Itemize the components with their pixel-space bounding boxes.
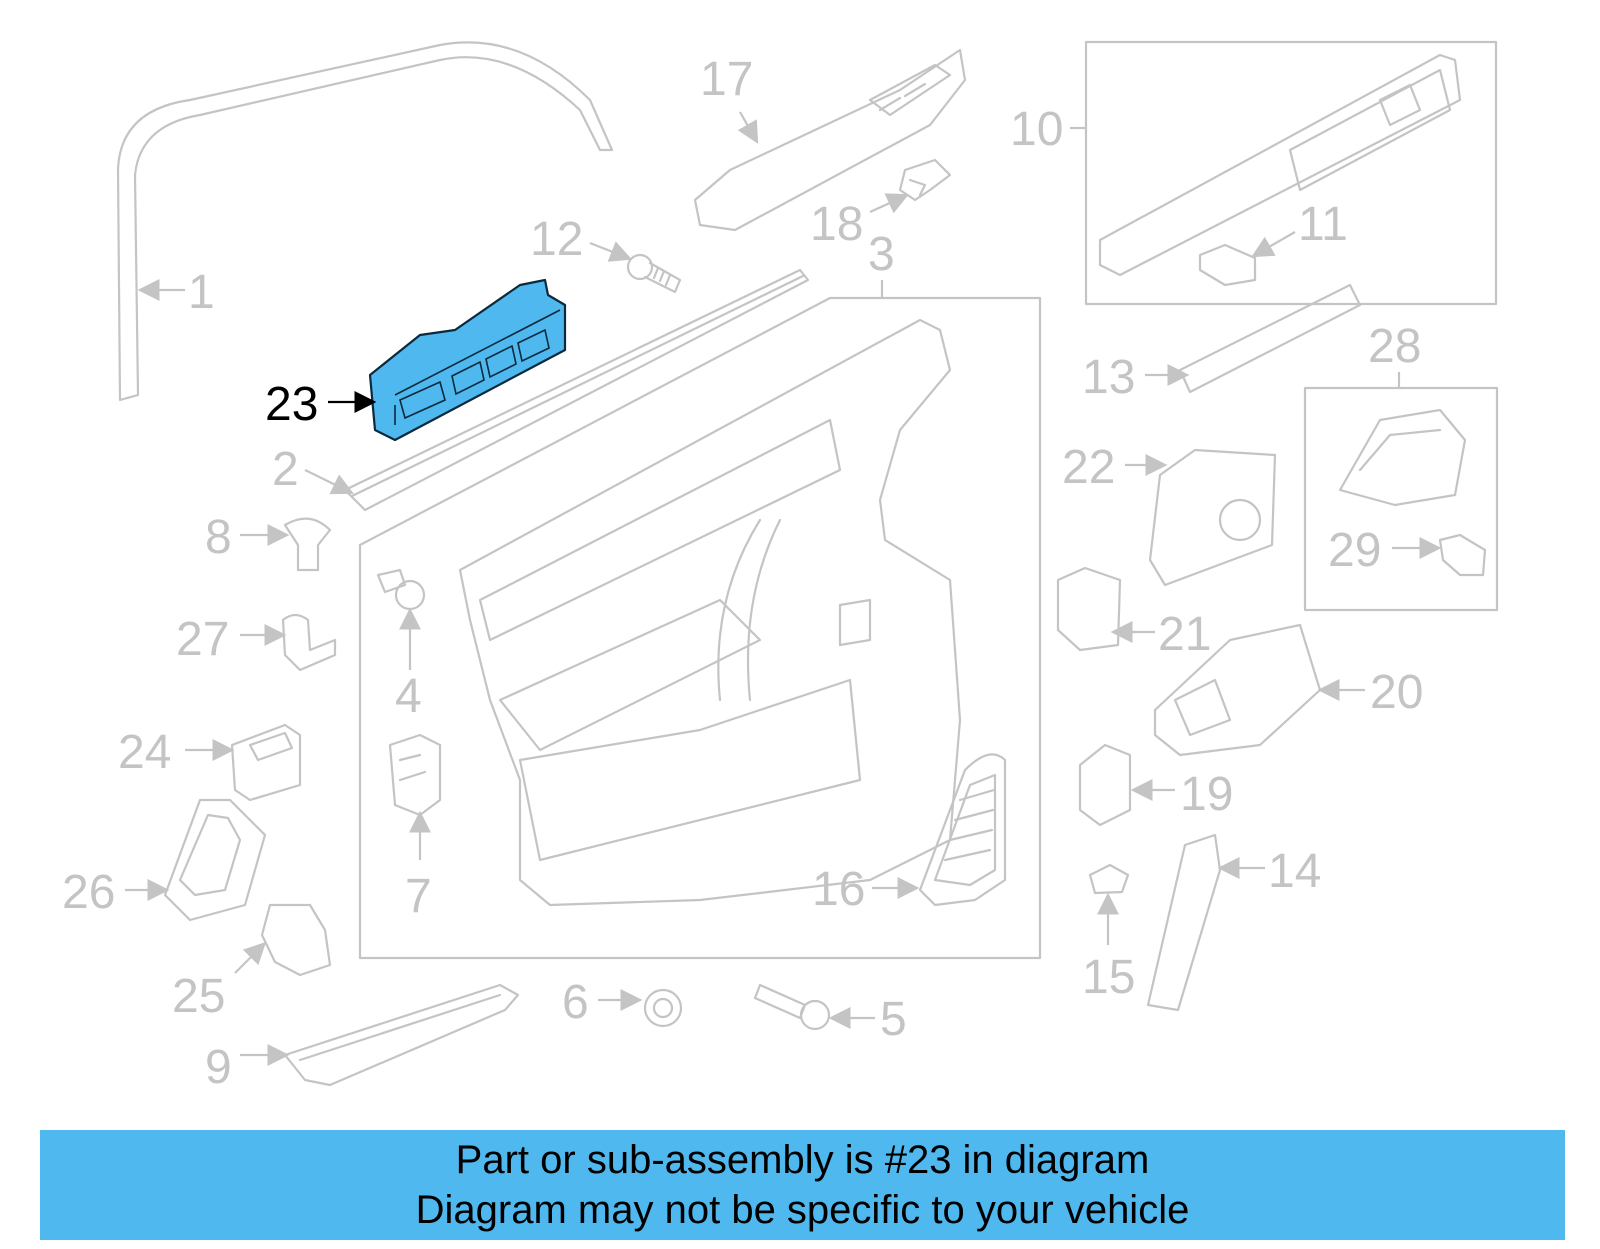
banner-line-2: Diagram may not be specific to your vehi… [415,1188,1190,1232]
part-27-clip [281,613,337,672]
callout-12: 12 [530,213,583,266]
part-14-pillar-trim [1146,833,1222,1012]
part-26-bezel [163,798,267,922]
part-2-belt-moulding [343,268,810,512]
callout-18: 18 [810,198,863,251]
callout-10: 10 [1010,103,1063,156]
callout-19: 19 [1180,768,1233,821]
callout-16: 16 [812,863,865,916]
part-6-clip [643,988,683,1028]
callout-25: 25 [172,970,225,1023]
part-28-box [1303,386,1499,612]
part-17-trim [693,48,967,232]
callout-29: 29 [1328,524,1381,577]
callout-14: 14 [1268,845,1321,898]
callout-1: 1 [188,266,215,319]
leader-lines [125,111,1442,1066]
part-16-grille [918,753,1007,907]
callout-23: 23 [265,378,318,431]
callout-20: 20 [1370,666,1423,719]
part-4-pin [376,568,426,611]
part-7-bracket [388,733,442,817]
callout-4: 4 [395,670,422,723]
callout-27: 27 [176,613,229,666]
part-29-clip [1438,533,1487,577]
callout-6: 6 [562,976,589,1029]
callout-2: 2 [272,443,299,496]
part-15-clip [1088,863,1130,895]
callout-22: 22 [1062,441,1115,494]
part-22-headlamp-switch [1148,448,1277,587]
part-25-switch [260,903,332,977]
banner-line-1: Part or sub-assembly is #23 in diagram [455,1138,1150,1182]
part-20-window-switch [1153,623,1322,757]
part-18-clip [898,158,952,202]
part-3-door-panel [358,296,1042,960]
callout-labels: 1 2 3 4 5 6 7 8 9 10 11 12 13 14 15 16 1… [62,53,1423,1094]
part-12-screw [626,253,682,294]
part-23-highlighted-switch [368,278,567,442]
callout-28: 28 [1368,320,1421,373]
part-24-switch [230,723,302,802]
callout-9: 9 [205,1041,232,1094]
callout-26: 26 [62,866,115,919]
callout-17: 17 [700,53,753,106]
callout-24: 24 [118,726,171,779]
callout-5: 5 [880,993,907,1046]
part-11-switch [1198,243,1257,287]
info-banner: Part or sub-assembly is #23 in diagram D… [40,1130,1565,1240]
callout-7: 7 [405,870,432,923]
part-19-switch [1078,743,1132,827]
callout-11: 11 [1298,198,1348,251]
part-10-armrest-box [1084,40,1498,306]
part-8-retainer [283,517,332,572]
callout-8: 8 [205,511,232,564]
part-21-switch [1056,566,1122,652]
callout-21: 21 [1158,608,1211,661]
part-5-bolt [753,983,831,1031]
callout-15: 15 [1082,951,1135,1004]
part-13-strip [1178,283,1362,394]
callout-3: 3 [868,228,895,281]
part-9-lower-trim [283,983,520,1087]
callout-13: 13 [1082,351,1135,404]
part-1-weatherstrip [116,41,614,402]
